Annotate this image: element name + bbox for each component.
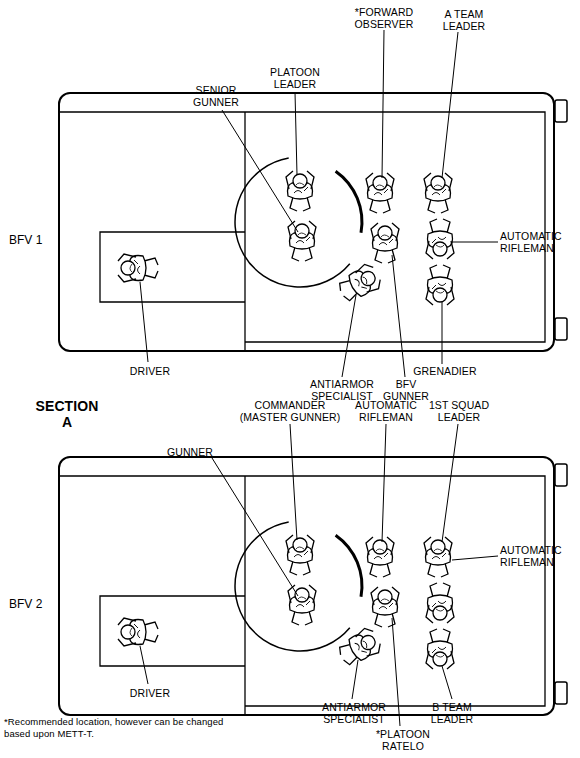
- hull-detail: [60, 464, 567, 714]
- crew-label: COMMANDER (MASTER GUNNER): [238, 399, 342, 423]
- crew-label: PLATOON LEADER: [262, 66, 328, 90]
- soldier-figure: [371, 587, 399, 627]
- soldier-figure: [335, 625, 384, 669]
- soldier-figure: [288, 585, 316, 625]
- soldier-figure: [366, 173, 394, 213]
- soldier-figure: [371, 223, 399, 263]
- soldier-figure: [286, 171, 314, 211]
- crew-label: AUTOMATIC RIFLEMAN: [500, 230, 576, 254]
- vehicle-hull: BFV 2: [58, 456, 555, 716]
- footnote: *Recommended location, however can be ch…: [4, 716, 230, 740]
- soldier-figure: [286, 535, 314, 575]
- crew-label: SENIOR GUNNER: [186, 84, 246, 108]
- soldier-figure: [335, 261, 384, 305]
- soldier-figure: [424, 173, 452, 213]
- leader-line: [452, 242, 498, 243]
- soldier-figure: [426, 219, 454, 259]
- crew-label: DRIVER: [120, 365, 180, 377]
- crew-label: BFV GUNNER: [382, 378, 430, 402]
- crew-label: DRIVER: [120, 687, 180, 699]
- crew-label: *PLATOON RATELO: [370, 728, 436, 752]
- leader-line: [382, 30, 384, 178]
- leader-line: [442, 32, 458, 178]
- crew-label: AUTOMATIC RIFLEMAN: [350, 399, 422, 423]
- soldier-figure: [424, 537, 452, 577]
- leader-line: [290, 424, 297, 540]
- crew-label: GRENADIER: [410, 365, 480, 377]
- section-heading: SECTION A: [32, 398, 102, 430]
- crew-label: AUTOMATIC RIFLEMAN: [500, 544, 576, 568]
- crew-label: B TEAM LEADER: [424, 701, 480, 725]
- soldier-figure: [426, 629, 454, 669]
- crew-label: *FORWARD OBSERVER: [344, 6, 424, 30]
- leader-line: [222, 110, 298, 232]
- crew-label: A TEAM LEADER: [438, 8, 490, 32]
- soldier-figure: [426, 265, 454, 305]
- soldier-figure: [288, 221, 316, 261]
- leader-line: [140, 646, 148, 684]
- crew-label: ANTIARMOR SPECIALIST: [312, 701, 396, 725]
- leader-line: [392, 255, 405, 377]
- crew-label: GUNNER: [160, 446, 220, 458]
- leader-line: [342, 295, 356, 377]
- leader-line: [382, 424, 386, 542]
- soldier-figure: [118, 254, 158, 282]
- vehicle-hull: BFV 1: [58, 92, 555, 352]
- leader-line: [295, 92, 297, 175]
- crew-label: 1ST SQUAD LEADER: [426, 399, 492, 423]
- leader-line: [140, 282, 148, 362]
- leader-line: [212, 458, 298, 596]
- leader-line: [392, 618, 400, 726]
- vehicle-label: BFV 2: [9, 597, 42, 611]
- crew-label: ANTIARMOR SPECIALIST: [300, 378, 384, 402]
- leader-line: [442, 666, 452, 699]
- vehicle-label: BFV 1: [9, 233, 42, 247]
- leader-line: [442, 302, 443, 364]
- hull-detail: [60, 100, 567, 350]
- leader-line: [352, 660, 358, 699]
- leader-lines: [140, 30, 498, 726]
- soldier-figure: [118, 618, 158, 646]
- soldier-figure: [366, 537, 394, 577]
- leader-line: [442, 424, 458, 542]
- soldier-figure: [426, 583, 454, 623]
- leader-line: [452, 556, 498, 560]
